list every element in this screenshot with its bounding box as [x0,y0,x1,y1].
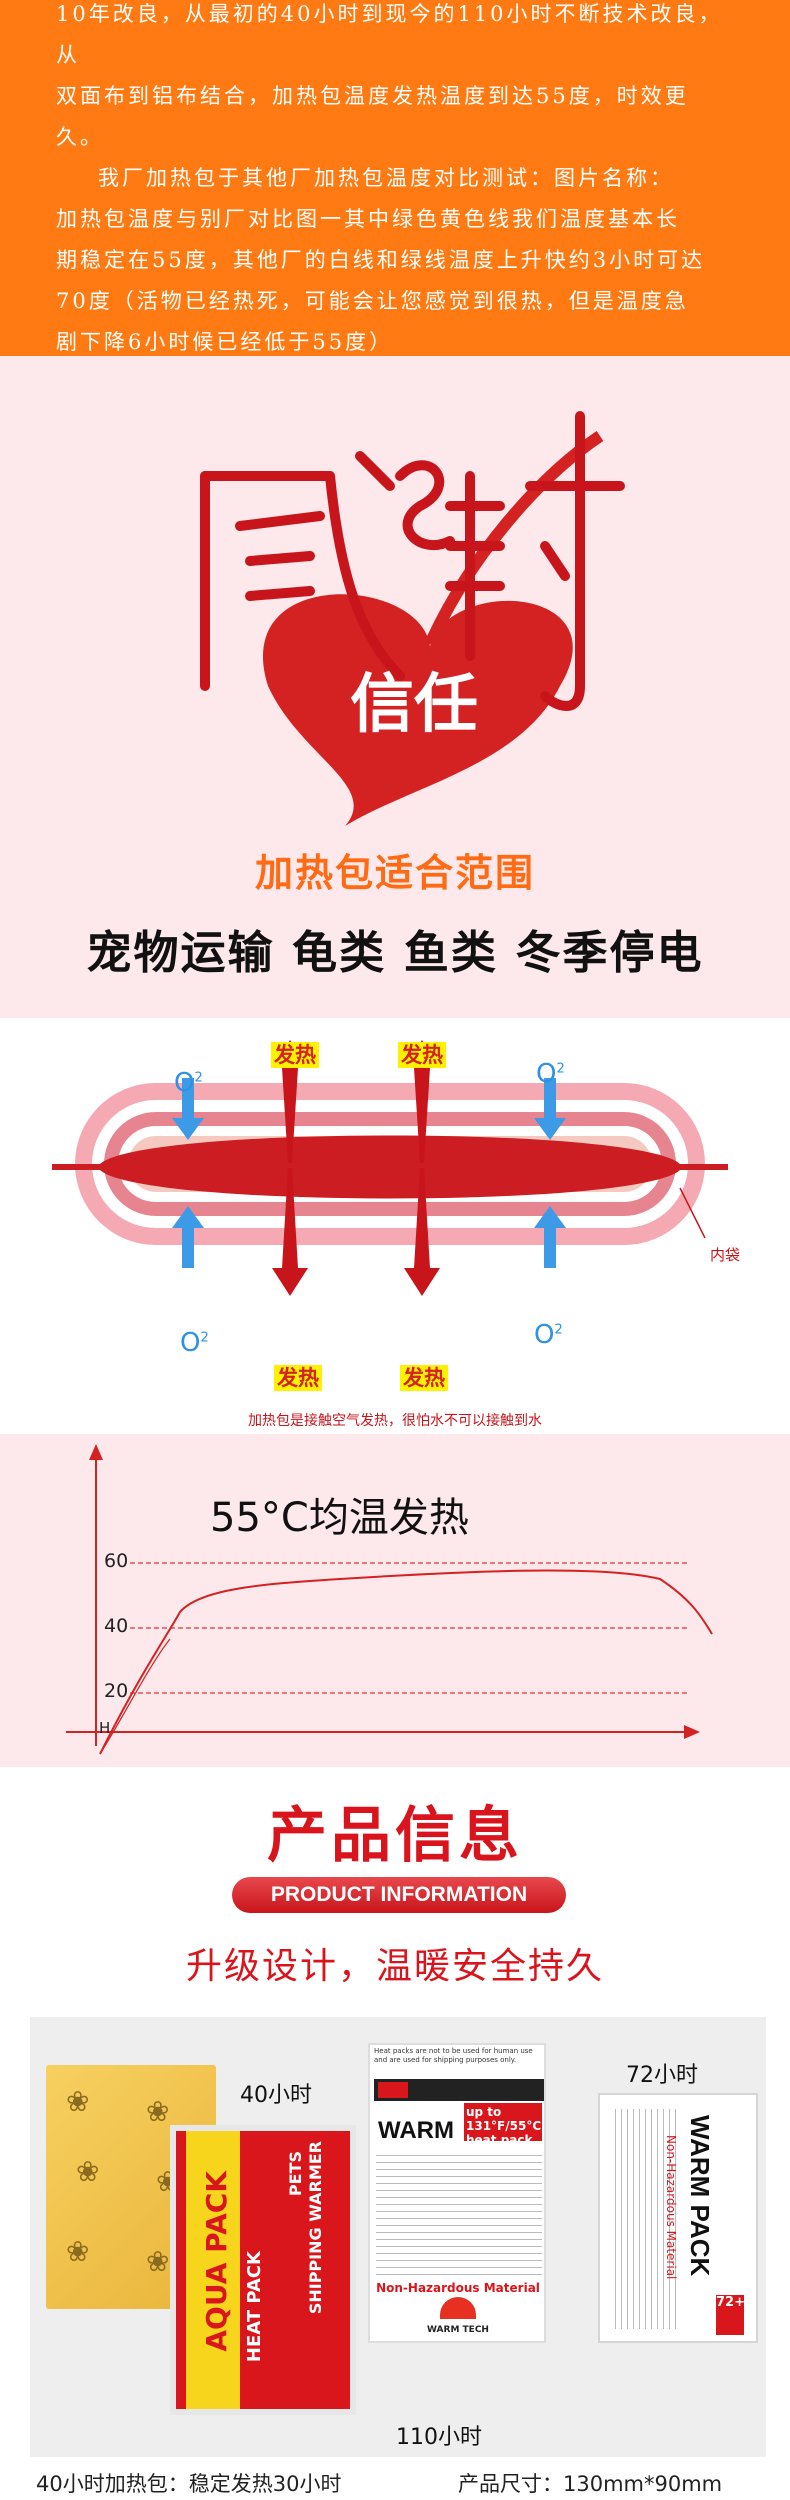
pack-badge: 72+ [716,2295,745,2335]
warm-pack-72: Non-Hazardous Material WARM PACK 72+ [598,2093,758,2343]
heat-label: 发热 [400,1365,448,1391]
temperature-curve [66,1444,713,1755]
heat-label: 发热 [271,1042,319,1068]
intro-line: 双面布到铝布结合，加热包温度发热温度到达55度，时效更 [56,84,689,108]
temperature-section: 55°C均温发热 60 40 20 H [0,1434,790,1767]
caption-size: 产品尺寸：130mm*90mm [458,2472,723,2496]
intro-section: 10年改良，从最初的40小时到现今的110小时不断技术改良，从 双面布到铝布结合… [0,0,790,356]
intro-line: 期稳定在55度，其他厂的白线和绿线温度上升快约3小时可达 [56,248,706,272]
thanks-section: 信任 感谢 加热包适合范围 宠物运输 龟类 鱼类 冬季停电 [0,356,790,1018]
pack-maker: WARM TECH [427,2325,489,2335]
chart-title: 55°C均温发热 [210,1495,469,1541]
inner-bag-label: 内袋 [710,1246,741,1264]
sun-icon [440,2297,476,2319]
bottom-caption: 40小时加热包：稳定发热30小时 产品尺寸：130mm*90mm [0,2468,790,2500]
pack-title: WARM PACK [685,2115,715,2277]
aqua-heat-pack: AQUA PACK SHIPPING WARMER PETS HEAT PACK [170,2125,356,2415]
y-tick: 40 [104,1615,129,1637]
y-tick: 20 [104,1680,129,1702]
pack-side-text: PETS [286,2151,305,2197]
caption-40h: 40小时加热包：稳定发热30小时 [36,2472,342,2496]
calligraphy-strokes [200,411,625,711]
scope-title: 加热包适合范围 [254,851,535,895]
y-tick: 60 [104,1550,129,1572]
heat-label: 发热 [398,1042,446,1068]
intro-line: 70度（活物已经热死，可能会让您感觉到很热，但是温度急 [56,289,689,313]
product-info-title: 产品信息 [267,1801,523,1871]
intro-line: 加热包温度与别厂对比图一其中绿色黄色线我们温度基本长 [56,207,680,231]
intro-line: 久。 [56,125,104,149]
intro-line: 10年改良，从最初的40小时到现今的110小时不断技术改良，从 [56,2,723,67]
scope-list: 宠物运输 龟类 鱼类 冬季停电 [86,926,704,979]
pack-upto: up to 131°F/55°C heat pack [464,2103,542,2147]
heat-label: 发热 [274,1365,322,1391]
product-photo: ❀❀ ❀❀ ❀❀ 40小时 AQUA PACK SHIPPING WARMER … [30,2017,766,2457]
pack-header: Heat packs are not to be used for human … [374,2047,533,2064]
product-info-subtitle: PRODUCT INFORMATION [232,1877,566,1913]
heat-pack-diagram [52,1040,728,1296]
label-110h: 110小时 [396,2425,482,2450]
intro-line: 剧下降6小时候已经低于55度） [56,330,394,354]
intro-line: 我厂加热包于其他厂加热包温度对比测试：图片名称： [98,166,674,190]
pack-subtitle: HEAT PACK [244,2251,265,2363]
oxygen-label: O2 [536,1059,565,1089]
pack-brand: WARM [378,2117,454,2144]
oxygen-label: O2 [534,1320,563,1350]
heart-text: 信任 [350,668,478,742]
heat-diagram-section: 发热 发热 发热 发热 O2 O2 O2 O2 内袋 加热包是接触空气发热，很怕… [0,1018,790,1434]
pack-side-text: SHIPPING WARMER [306,2141,325,2315]
pack-nonhazard: Non-Hazardous Material [376,2281,540,2295]
heart-shape [262,594,573,826]
pack-title: AQUA PACK [200,2171,233,2352]
pack-nonhazard: Non-Hazardous Material [664,2135,678,2280]
diagram-note: 加热包是接触空气发热，很怕水不可以接触到水 [248,1413,542,1429]
label-40h: 40小时 [240,2083,312,2108]
label-72h: 72小时 [626,2063,698,2088]
oxygen-label: O2 [174,1068,203,1098]
oxygen-label: O2 [180,1328,209,1358]
product-slogan: 升级设计，温暖安全持久 [185,1946,604,1987]
origin-label: H [99,1719,111,1737]
thanks-graphic: 信任 感谢 [200,411,625,826]
product-info-section: 产品信息 PRODUCT INFORMATION 升级设计，温暖安全持久 ❀❀ … [0,1767,790,2500]
warm-heat-pack: Heat packs are not to be used for human … [368,2043,546,2343]
